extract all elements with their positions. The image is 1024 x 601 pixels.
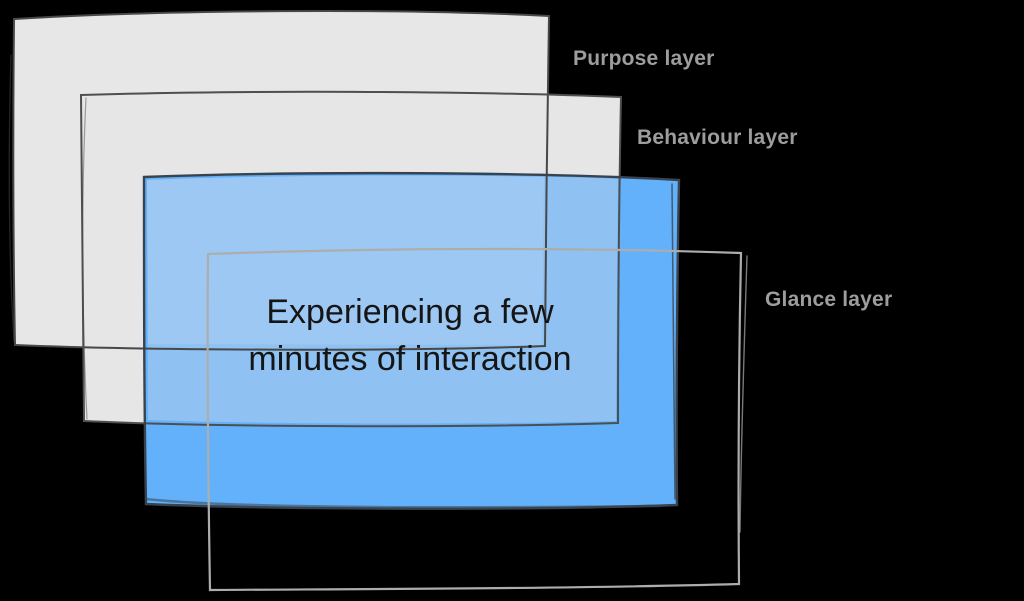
glance-layer-label: Glance layer [765,288,892,311]
purpose-layer-label: Purpose layer [573,47,715,70]
behaviour-layer-rect-border [79,90,623,428]
purpose-layer-rect-border [12,9,551,351]
highlight-bottom-sketch-accent [144,497,662,509]
highlight-sketch-accent [671,183,676,500]
highlight-overlap-purpose-fill [147,175,544,345]
highlight-text-line2: minutes of interaction [248,340,571,378]
glance-layer-sketch-accent [739,255,748,533]
purpose-layer-sketch-accent [8,54,15,343]
highlight-text-line1: Experiencing a few [266,293,554,331]
behaviour-layer-sketch-accent [82,97,88,420]
behaviour-layer-label: Behaviour layer [637,126,798,149]
highlight-rect-border [142,171,681,510]
glance-layer-rect-border [206,247,743,592]
